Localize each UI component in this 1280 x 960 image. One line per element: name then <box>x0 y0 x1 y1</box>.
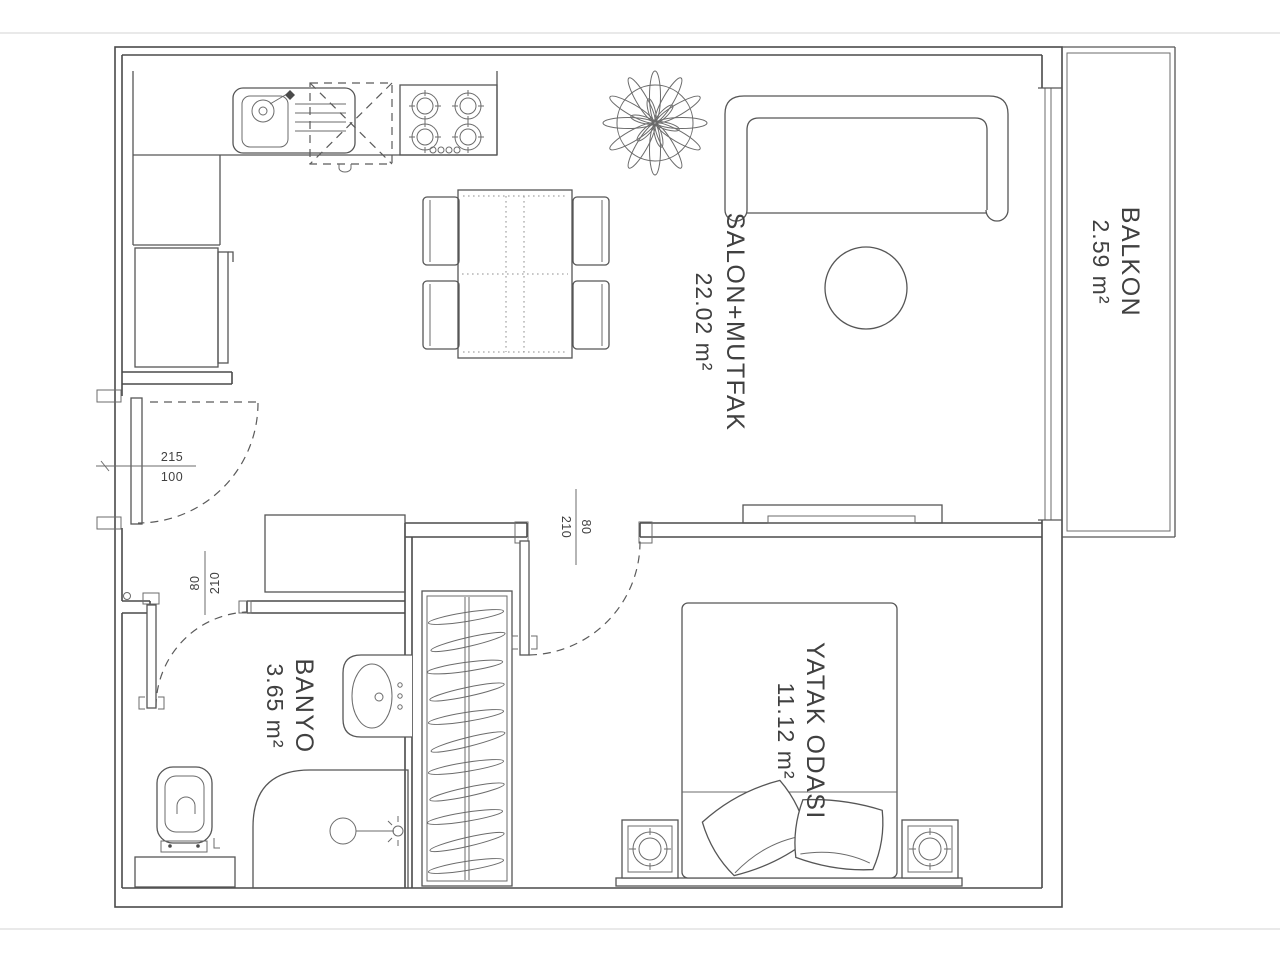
sofa <box>724 95 1009 222</box>
tv-console <box>742 504 943 524</box>
entry-door-dimension: 215 100 <box>96 450 196 484</box>
balcony <box>1062 46 1176 538</box>
toilet <box>156 766 220 853</box>
salon-label: SALON+MUTFAK 22.02 m² <box>691 213 749 432</box>
entry-door-height: 215 <box>161 450 183 464</box>
entry-door-width: 100 <box>161 470 183 484</box>
bedroom-door-dimension: 80 210 <box>559 489 593 565</box>
bedroom-label: YATAK ODASI 11.12 m² <box>773 642 829 820</box>
bedroom-area: 11.12 m² <box>773 682 799 779</box>
dining-table <box>457 189 573 359</box>
bathroom-area: 3.65 m² <box>262 664 288 749</box>
page-edge-lines <box>0 32 1280 930</box>
doormat <box>134 856 236 888</box>
interior-walls <box>122 371 1042 888</box>
bathroom-sink <box>342 654 412 738</box>
pillow <box>794 798 884 871</box>
coffee-table <box>824 246 908 330</box>
hangers <box>426 609 506 874</box>
bathroom-door <box>138 604 248 710</box>
dining-chairs <box>422 196 610 350</box>
door-jamb-caps <box>96 389 653 614</box>
shower <box>252 769 409 889</box>
bathroom-door-dimension: 80 210 <box>188 551 222 615</box>
bedroom-name: YATAK ODASI <box>801 642 829 820</box>
stove <box>399 84 498 156</box>
salon-name: SALON+MUTFAK <box>721 213 749 432</box>
bathroom-name: BANYO <box>290 658 318 753</box>
bedroom-door-width: 80 <box>579 520 593 535</box>
balcony-label: BALKON 2.59 m² <box>1088 207 1144 317</box>
kitchen-sink <box>232 87 356 154</box>
bedroom-door-height: 210 <box>559 516 573 538</box>
salon-area: 22.02 m² <box>691 273 717 372</box>
bathroom-door-height: 210 <box>208 572 222 594</box>
bathroom-door-width: 80 <box>188 576 202 591</box>
nightstand <box>621 819 679 879</box>
bathroom-label: BANYO 3.65 m² <box>262 658 318 753</box>
entry-door <box>123 397 259 600</box>
bedroom-door <box>511 540 641 656</box>
nightstand <box>901 819 959 879</box>
bed <box>615 602 963 887</box>
faucet-icon <box>251 90 295 123</box>
balcony-window <box>1038 87 1062 521</box>
dishwasher <box>309 82 393 173</box>
wardrobe <box>421 590 513 887</box>
balcony-area: 2.59 m² <box>1088 220 1114 305</box>
hall-cabinet <box>264 514 406 593</box>
plant-icon <box>602 70 708 176</box>
refrigerator <box>134 247 234 368</box>
balcony-name: BALKON <box>1116 207 1144 317</box>
burner-icon <box>409 90 484 154</box>
exterior-walls <box>114 46 1063 908</box>
